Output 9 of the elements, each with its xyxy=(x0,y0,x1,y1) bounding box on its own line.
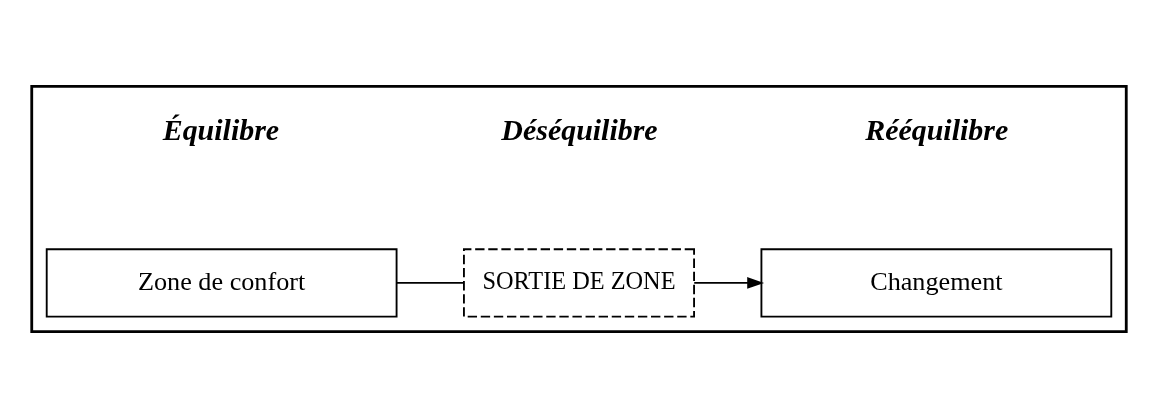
node-box: SORTIE DE ZONE xyxy=(463,247,695,317)
cluster xyxy=(30,84,1128,333)
label: Déséquilibre xyxy=(501,112,658,146)
label: Équilibre xyxy=(162,112,280,146)
connector xyxy=(395,281,465,284)
node-box: Changement xyxy=(760,247,1113,317)
arrow xyxy=(693,276,765,289)
node-box: Zone de confort xyxy=(45,247,398,317)
label: Rééquilibre xyxy=(865,112,1009,146)
